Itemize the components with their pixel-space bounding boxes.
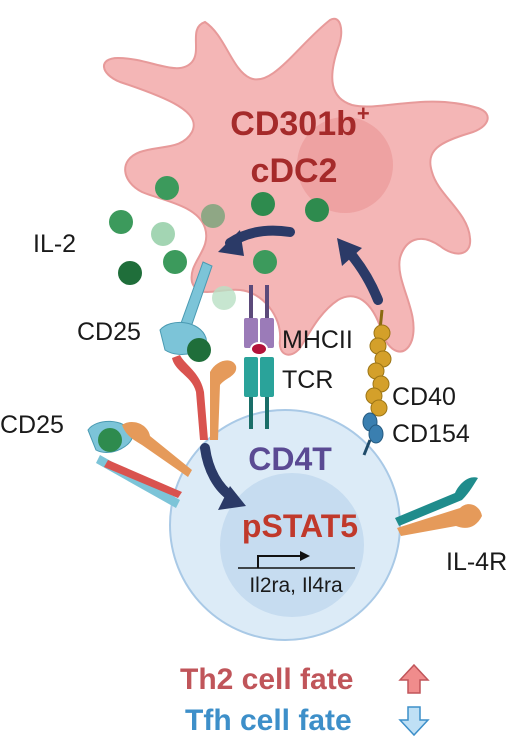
cd154-domains (362, 412, 384, 444)
il2-secretion-arrowhead (218, 230, 244, 256)
il2-ball (251, 192, 275, 216)
il2-label: IL-2 (33, 230, 76, 258)
t-cell: CD4T pSTAT5 Il2ra, Il4ra (169, 409, 401, 641)
th2-fate: Th2 cell fate (180, 663, 430, 696)
mhcii-label: MHCII (282, 326, 353, 354)
th2-fate-label: Th2 cell fate (180, 663, 353, 696)
cd25-receptor-top (159, 261, 237, 440)
t-cell-label: CD4T (248, 441, 332, 477)
il2-bound-ball (187, 338, 211, 362)
tcr-beta (260, 357, 274, 397)
cd154-domain (368, 424, 384, 444)
mhcii-beta (260, 318, 274, 348)
cd154-label: CD154 (392, 420, 470, 448)
mhcii-alpha (244, 318, 258, 348)
dc-title-line1: CD301b (230, 105, 357, 143)
mhcii-alpha-stalk (249, 285, 253, 320)
il2-ball (118, 261, 142, 285)
il2-ball (109, 210, 133, 234)
il2-ball (155, 176, 179, 200)
pstat5-activation-arrowhead (218, 486, 246, 510)
cd154-stalk (362, 439, 372, 456)
dc-title-superscript: + (357, 101, 370, 126)
il2rb-chain (172, 355, 208, 440)
il4r-label: IL-4R (446, 548, 507, 576)
tcr-label: TCR (282, 366, 333, 394)
down-arrow-icon (398, 706, 430, 737)
pstat5-activation-arrow (200, 443, 246, 510)
il2-ball (163, 250, 187, 274)
il4r-alpha-chain (395, 477, 478, 526)
tfh-fate-label: Tfh cell fate (185, 704, 352, 737)
gene-promoter-arrowhead (300, 551, 310, 561)
svg-text:CD301b+: CD301b+ (230, 101, 369, 143)
tcr-beta-stalk (265, 397, 269, 429)
target-genes-label: Il2ra, Il4ra (249, 574, 343, 597)
gene-promoter-arrow (257, 555, 300, 568)
il4r-gamma-chain (397, 504, 482, 536)
il2-ball (212, 286, 236, 310)
cd40-label: CD40 (392, 383, 456, 411)
pstat5-label: pSTAT5 (242, 508, 358, 544)
dendritic-cell-nucleus (297, 117, 393, 213)
cd40-domains (365, 324, 392, 417)
cd25-receptor-left (87, 420, 192, 508)
il2-molecules (109, 176, 329, 310)
cd25-top-label: CD25 (77, 318, 141, 346)
il2rg-chain-left (122, 422, 192, 477)
il2rb-chain-left (104, 460, 182, 498)
cd40-domain (370, 399, 388, 417)
cd40-cd154-complex (362, 309, 392, 456)
mhcii-beta-stalk (265, 285, 269, 320)
il4r-receptor (395, 477, 482, 536)
cd25-left-label: CD25 (0, 411, 64, 439)
mhcii-tcr-complex (244, 285, 274, 429)
il2rg-chain (210, 360, 237, 440)
secretion-arrows (218, 225, 383, 305)
tcr-alpha-stalk (249, 397, 253, 429)
il2-ball (201, 204, 225, 228)
il2-ball (151, 222, 175, 246)
cd40-signal-arrowhead (337, 238, 362, 266)
up-arrow-icon (398, 663, 430, 694)
il2-ball (253, 250, 277, 274)
tfh-fate: Tfh cell fate (185, 704, 430, 737)
dc-title-line2: cDC2 (251, 152, 338, 190)
tcr-alpha (244, 357, 258, 397)
il2-ball (305, 198, 329, 222)
t-cell-nucleus (220, 473, 364, 617)
il2-bound-ball-left (98, 428, 122, 452)
peptide-antigen (250, 342, 268, 356)
